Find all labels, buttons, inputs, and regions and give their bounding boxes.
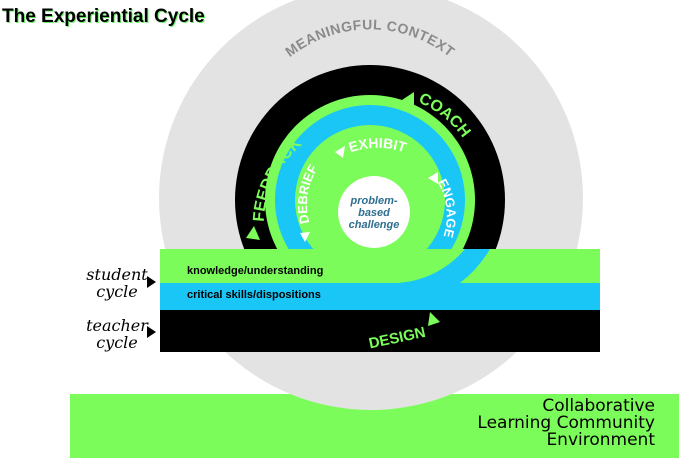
coach-arrow-icon xyxy=(402,92,414,108)
page-title: The Experiential Cycle xyxy=(2,6,205,27)
student-cycle-label-line-1: student xyxy=(86,265,148,284)
environment-label-line-2: Learning Community xyxy=(477,413,655,433)
engage-arrow-icon xyxy=(428,172,438,184)
exhibit-label: EXHIBIT xyxy=(347,135,409,156)
debrief-arrow-icon xyxy=(300,232,310,242)
center-label-line-2: based xyxy=(358,207,390,219)
skills-band xyxy=(160,283,600,310)
design-arrow-icon xyxy=(428,312,440,326)
skills-band-label: critical skills/dispositions xyxy=(187,289,321,301)
knowledge-band-label: knowledge/understanding xyxy=(187,265,323,277)
spiral-connector-cyan xyxy=(395,249,490,283)
teacher-cycle-label-line-2: cycle xyxy=(96,333,138,352)
feedback-arrow-icon xyxy=(246,226,260,240)
center-circle xyxy=(338,176,410,248)
student-cycle-label: student cycle xyxy=(72,266,162,300)
student-cycle-label-line-2: cycle xyxy=(96,282,138,301)
center-label-line-3: challenge xyxy=(349,219,400,231)
teacher-arrow-icon xyxy=(147,326,156,338)
center-label-line-1: problem- xyxy=(349,195,397,207)
environment-label-line-1: Collaborative xyxy=(542,396,655,416)
environment-label-line-3: Environment xyxy=(546,430,655,450)
environment-label: Collaborative Learning Community Environ… xyxy=(477,398,655,449)
teacher-band xyxy=(160,310,600,352)
knowledge-band xyxy=(160,249,600,283)
teacher-cycle-label: teacher cycle xyxy=(72,317,162,351)
exhibit-arrow-icon xyxy=(335,146,345,158)
teacher-cycle-label-line-1: teacher xyxy=(86,316,148,335)
student-arrow-icon xyxy=(147,276,156,288)
